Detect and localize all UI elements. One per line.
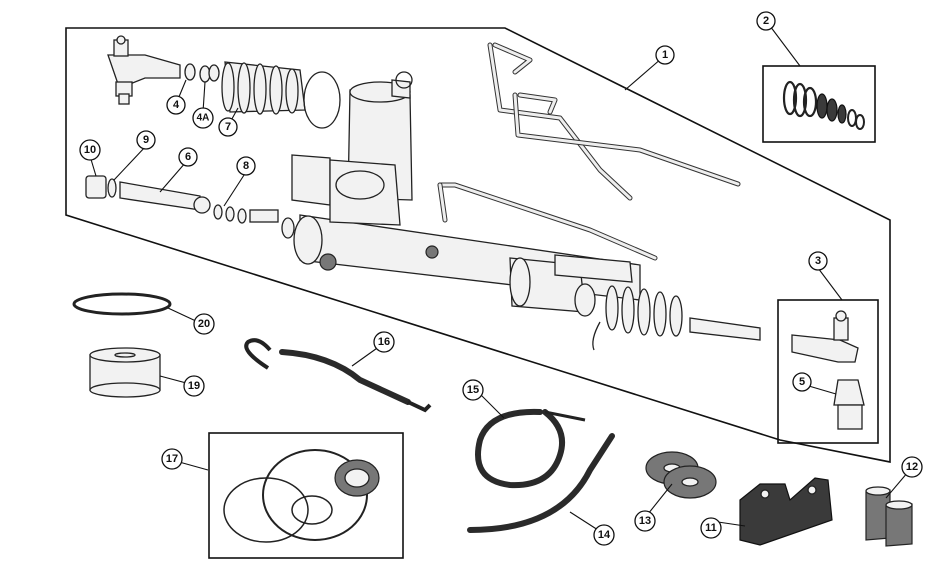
return-hose-drawing (475, 408, 586, 489)
main-assembly-frame (65, 27, 891, 463)
callout-label: 6 (185, 151, 191, 163)
filter-o-ring-drawing (72, 292, 172, 316)
pressure-tubes-drawing (437, 42, 741, 261)
callout-20: 20 (193, 313, 215, 335)
callout-10: 10 (79, 139, 101, 161)
tie-rod-end-left-drawing (107, 35, 181, 105)
seal-set-frame (208, 432, 404, 559)
callout-label: 2 (763, 15, 769, 27)
callout-12: 12 (901, 456, 923, 478)
callout-16: 16 (373, 331, 395, 353)
bushings-drawing (865, 486, 913, 547)
callout-3: 3 (808, 251, 828, 271)
callout-9: 9 (136, 130, 156, 150)
lock-washers-drawing (184, 63, 220, 83)
callout-4: 4 (166, 95, 186, 115)
callout-label: 11 (705, 522, 717, 534)
filter-element-drawing (89, 347, 161, 398)
callout-1: 1 (655, 45, 675, 65)
mounting-bracket-drawing (739, 477, 833, 546)
rack-hardware-drawing (213, 204, 295, 239)
callout-label: 8 (243, 160, 249, 172)
callout-5: 5 (792, 372, 812, 392)
callout-label: 20 (198, 318, 210, 330)
inner-tie-rod-drawing (85, 175, 211, 214)
callout-label: 13 (639, 515, 651, 527)
callout-17: 17 (161, 448, 183, 470)
bellows-boot-drawing (221, 61, 341, 129)
tie-rod-end-frame (777, 299, 879, 444)
callout-11: 11 (700, 517, 722, 539)
pressure-hose-drawing (244, 338, 432, 413)
callout-14: 14 (593, 524, 615, 546)
leader-lines (89, 25, 909, 531)
callout-label: 19 (188, 380, 200, 392)
callout-label: 14 (598, 529, 611, 541)
callout-7: 7 (218, 117, 238, 137)
bellows-boot-right-drawing (605, 285, 761, 341)
callout-label: 1 (662, 49, 668, 61)
callout-15: 15 (462, 379, 484, 401)
supply-hose-drawing (467, 433, 615, 533)
tie-rod-end-right-drawing (791, 310, 865, 430)
steering-rack-drawing (291, 71, 641, 351)
callout-label: 16 (378, 336, 390, 348)
callout-13: 13 (634, 510, 656, 532)
callout-4a: 4A (192, 107, 214, 129)
callout-label: 10 (84, 144, 96, 156)
callout-19: 19 (183, 375, 205, 397)
callout-label: 17 (166, 453, 178, 465)
seal-kit-frame (762, 65, 876, 143)
callout-label: 4 (173, 99, 180, 111)
spacer-washers-drawing (645, 451, 717, 499)
callout-label: 4A (197, 113, 210, 124)
seal-set-drawing (223, 449, 380, 543)
callout-2: 2 (756, 11, 776, 31)
callout-label: 9 (143, 134, 149, 146)
callout-label: 15 (467, 384, 479, 396)
callout-label: 3 (815, 255, 821, 267)
callout-label: 7 (225, 121, 231, 133)
callout-label: 12 (906, 461, 918, 473)
callout-8: 8 (236, 156, 256, 176)
callout-label: 5 (799, 376, 805, 388)
callout-6: 6 (178, 147, 198, 167)
seal-kit-drawing (782, 80, 865, 130)
